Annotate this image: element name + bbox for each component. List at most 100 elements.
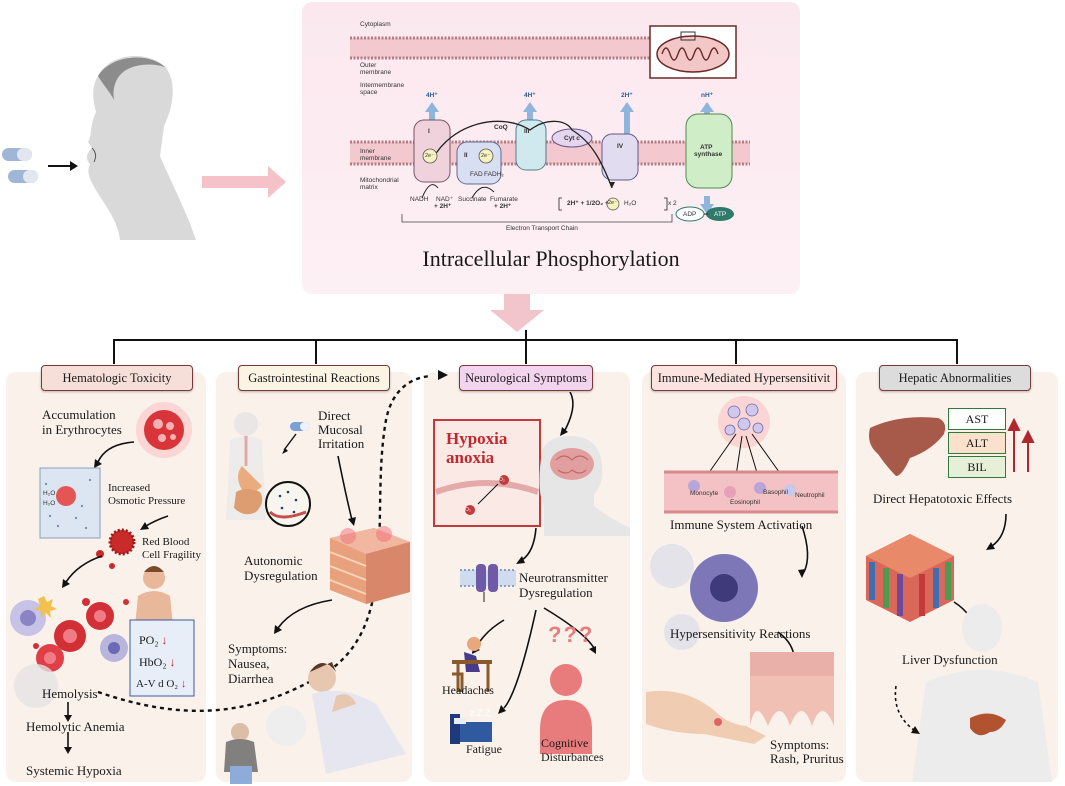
atp-pill (706, 207, 734, 221)
gi-symptoms-label-3: Diarrhea (228, 671, 274, 686)
category-hematologic: Hematologic Toxicity (41, 365, 193, 391)
immune-illustration (646, 396, 838, 744)
fatigue-label: Fatigue (466, 742, 502, 756)
proton-i: 4H⁺ (426, 92, 438, 99)
irritation-label-1: Direct (318, 408, 351, 423)
cognitive-label-2: Disturbances (541, 750, 604, 764)
fatigue-bed-icon (450, 714, 492, 744)
category-hepatic: Hepatic Abnormalities (879, 365, 1031, 391)
neuro-illustration (433, 392, 630, 754)
neurotransmitter-label-2: Dysregulation (519, 585, 593, 600)
atp-synthase-label: ATP (700, 144, 713, 151)
gi-symptoms-label-2: Nausea, (228, 656, 270, 671)
toilet-person-icon (224, 723, 258, 784)
h2o-label-1: H₂O (43, 490, 56, 497)
branch-connector (113, 330, 958, 364)
cytoplasm-label: Cytoplasm (360, 21, 391, 28)
inner-membrane-label-2: membrane (360, 155, 392, 162)
atp-synthase-label-2: synthase (694, 151, 723, 158)
atp-label: ATP (714, 211, 727, 218)
nadh-label: NADH (410, 196, 429, 203)
skin-section-icon (750, 652, 834, 726)
intermembrane-label: Intermembrane (360, 82, 405, 89)
question-marks-icon: ??? (548, 622, 595, 647)
proton-iv: 2H⁺ (621, 92, 633, 99)
neurotransmitter-label-1: Neurotransmitter (519, 570, 608, 585)
neurotransmitter-icon (460, 564, 516, 602)
question-person-icon (540, 664, 592, 754)
fumarate-label-2: + 2H⁺ (494, 203, 512, 210)
irritation-label-2: Mucosal (318, 422, 363, 437)
tissue-block-icon (329, 526, 410, 604)
gi-illustration (224, 412, 410, 784)
human-head-icon (86, 56, 196, 240)
up-arrow-icon (1007, 417, 1035, 472)
proton-iii: 4H⁺ (524, 92, 536, 99)
mitochondrion-inset (649, 25, 737, 79)
hypoxia-label-1: Hypoxia (446, 429, 508, 448)
bil-box: BIL (948, 456, 1006, 478)
head-brain-icon (539, 436, 630, 536)
complex-iv (601, 133, 639, 181)
avdo2-label: A-V d O₂ ↓ (136, 678, 187, 690)
hbo2-label: HbO₂ ↓ (139, 655, 176, 669)
alt-box: ALT (948, 432, 1006, 454)
direct-hepatotoxic-label: Direct Hepatotoxic Effects (873, 491, 1013, 506)
liver-dysfunction-label: Liver Dysfunction (902, 652, 998, 667)
hemolysis-label: Hemolysis (42, 686, 98, 701)
category-neuro: Neurological Symptoms (459, 365, 593, 391)
headache-icon (452, 637, 492, 692)
autonomic-label-2: Dysregulation (244, 568, 318, 583)
digestive-system-icon (226, 412, 266, 520)
anemia-label: Hemolytic Anemia (26, 719, 125, 734)
succinate-label: Succinate (458, 196, 487, 203)
electron-ii: 2e⁻ (481, 153, 491, 159)
down-arrow-icon: ↓ (169, 655, 176, 669)
matrix-label-2: matrix (360, 184, 378, 191)
etc-title: Intracellular Phosphorylation (422, 246, 680, 271)
coq-label: CoQ (494, 124, 508, 131)
flow-arrow-icon (202, 166, 286, 198)
pill-icon (2, 148, 38, 183)
hematologic-illustration (10, 402, 195, 754)
hypersensitivity-label: Hypersensitivity Reactions (670, 626, 811, 641)
h2o-label-2: H₂O (43, 500, 56, 507)
electron-path (431, 120, 613, 189)
osmotic-label-2: Osmotic Pressure (108, 495, 186, 507)
activation-label: Immune System Activation (670, 517, 813, 532)
eosinophil-label: Eosinophil (730, 499, 760, 506)
human-torso-icon (912, 604, 1052, 782)
water-eq-c: H₂O (624, 200, 637, 207)
complex-iv-label: IV (617, 143, 624, 150)
liver-icon (869, 417, 946, 476)
magnifier-circle (265, 481, 311, 527)
sick-person-icon (308, 662, 406, 774)
o2-label-1: O₂ (499, 477, 505, 483)
nad-label: NAD⁺ (436, 196, 454, 203)
accumulation-label-1: Accumulation (42, 407, 116, 422)
water-eq-a: 2H⁺ + 1/2O₂ + (567, 200, 609, 207)
ast-box: AST (948, 408, 1006, 430)
neutrophil-label: Neutrophil (795, 492, 825, 499)
down-arrow-icon: ↓ (161, 633, 168, 647)
hypoxia-label-2: anoxia (446, 448, 495, 467)
fragility-label-1: Red Blood (142, 536, 190, 548)
hepatic-illustration (866, 417, 1052, 782)
po2-label: PO₂ ↓ (139, 633, 168, 647)
fragile-cell-icon (108, 528, 136, 556)
outer-membrane-label: Outer (360, 62, 377, 69)
o2-label-2: O₂ (465, 507, 471, 513)
dotted-link (97, 370, 448, 713)
fadh2-label: FADH₂ (484, 171, 504, 178)
systemic-hypoxia-label: Systemic Hypoxia (26, 763, 122, 778)
basophil-label: Basophil (763, 489, 788, 496)
proton-atp: nH⁺ (701, 92, 714, 99)
osmotic-label-1: Increased (108, 482, 151, 494)
red-blood-cell-icon (144, 410, 184, 450)
immune-symptoms-label-1: Symptoms: (770, 737, 830, 752)
fumarate-label: Fumarate (490, 196, 518, 203)
atp-synthase (685, 113, 733, 189)
monocyte-label: Monocyte (690, 490, 719, 497)
fad-label: FAD (470, 171, 483, 178)
fragility-label-2: Cell Fragility (142, 549, 201, 561)
